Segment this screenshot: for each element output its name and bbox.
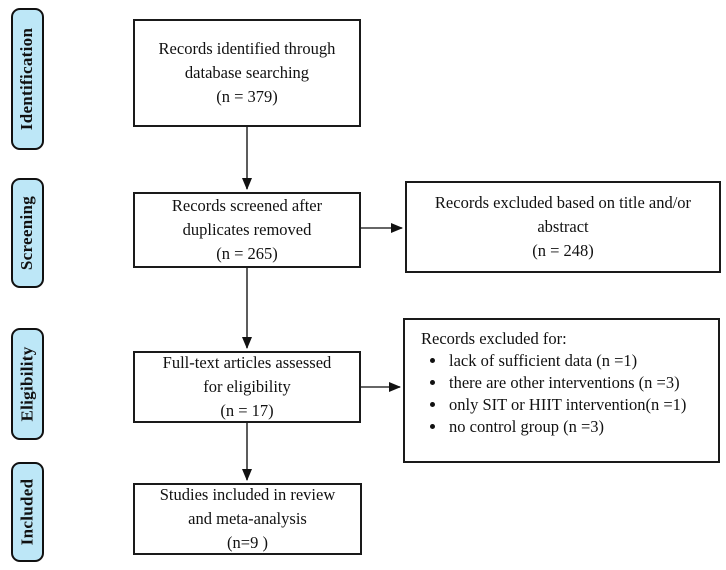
stage-label-screening-text: Screening bbox=[17, 195, 37, 271]
stage-label-eligibility-text: Eligibility bbox=[17, 346, 37, 422]
box-fulltext-assessed-text: Full-text articles assessed for eligibil… bbox=[162, 353, 332, 420]
excluded-reason-item: there are other interventions (n =3) bbox=[447, 372, 708, 394]
excluded-reason-item: no control group (n =3) bbox=[447, 416, 708, 438]
box-fulltext-assessed: Full-text articles assessed for eligibil… bbox=[133, 351, 361, 423]
box-records-screened-text: Records screened after duplicates remove… bbox=[171, 196, 323, 263]
box-records-identified-text: Records identified through database sear… bbox=[158, 39, 336, 106]
box-records-screened: Records screened after duplicates remove… bbox=[133, 192, 361, 268]
stage-label-eligibility: Eligibility bbox=[11, 328, 44, 440]
box-excluded-fulltext: Records excluded for: lack of sufficient… bbox=[403, 318, 720, 463]
box-records-identified: Records identified through database sear… bbox=[133, 19, 361, 127]
excluded-reason-item: lack of sufficient data (n =1) bbox=[447, 350, 708, 372]
box-studies-included-text: Studies included in review and meta-anal… bbox=[159, 485, 336, 552]
stage-label-included: Included bbox=[11, 462, 44, 562]
box-excluded-title-abstract: Records excluded based on title and/or a… bbox=[405, 181, 721, 273]
box-excluded-title-abstract-text: Records excluded based on title and/or a… bbox=[434, 193, 692, 260]
stage-label-identification: Identification bbox=[11, 8, 44, 150]
excluded-reason-item: only SIT or HIIT intervention(n =1) bbox=[447, 394, 708, 416]
stage-label-identification-text: Identification bbox=[17, 27, 37, 131]
stage-label-included-text: Included bbox=[17, 478, 37, 546]
box-excluded-fulltext-title: Records excluded for: bbox=[421, 329, 567, 348]
excluded-reasons-list: lack of sufficient data (n =1) there are… bbox=[421, 350, 708, 438]
stage-label-screening: Screening bbox=[11, 178, 44, 288]
box-studies-included: Studies included in review and meta-anal… bbox=[133, 483, 362, 555]
